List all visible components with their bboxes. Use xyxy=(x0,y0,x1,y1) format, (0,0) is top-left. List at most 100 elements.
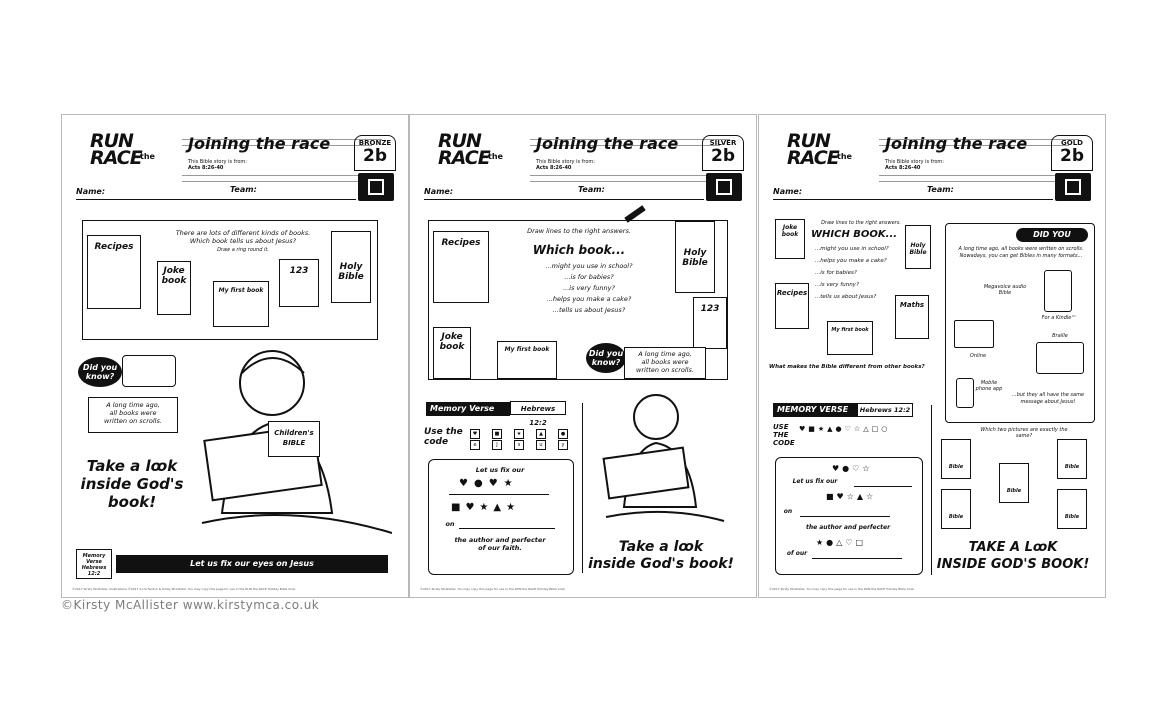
sheet-header: RUN the RACE Joining the race This Bible… xyxy=(410,115,756,205)
format-audio: Megavoice audio Bible xyxy=(983,284,1027,296)
activity-sheet-gold: RUN the RACE Joining the race This Bible… xyxy=(758,114,1106,598)
instruction: Draw lines to the right answers. xyxy=(527,227,631,235)
reader-picture: Bible xyxy=(941,439,971,479)
page-title: Joining the race xyxy=(536,134,679,153)
answer-line xyxy=(854,486,912,487)
divider xyxy=(931,405,932,575)
name-label: Name: xyxy=(773,187,803,196)
spot-the-same-prompt: Which two pictures are exactly the same? xyxy=(980,427,1068,439)
laptop-icon xyxy=(954,320,994,348)
numbers-book: 123 xyxy=(693,297,727,349)
did-you-know-bubble: Did you know? xyxy=(586,343,626,373)
my-first-book: My first book xyxy=(497,341,557,379)
cipher-row-1: ♥●♡☆ xyxy=(832,464,873,473)
memory-verse-tag: Memory Verse Hebrews 12:2 xyxy=(76,549,112,579)
story-reference: This Bible story is from: Acts 8:26-40 xyxy=(885,159,944,171)
slogan: TAKE A LꝏK INSIDE GOD'S BOOK! xyxy=(936,540,1090,572)
team-label: Team: xyxy=(578,185,605,194)
match-panel: Draw lines to the right answers. Which b… xyxy=(428,220,728,380)
verse-line-2: the author and perfecter of our faith. xyxy=(454,536,546,552)
which-book-heading: Which book... xyxy=(532,243,626,257)
format-braille: Braille xyxy=(1052,333,1068,339)
my-first-book: My first book xyxy=(213,281,269,327)
page-title: Joining the race xyxy=(188,134,331,153)
footer: ©2017 Kirsty McAllister. Illustrations ©… xyxy=(72,587,296,591)
name-line xyxy=(424,199,704,200)
recipes-book: Recipes xyxy=(775,283,809,329)
questions-list: ...might you use in school? ...is for ba… xyxy=(545,262,633,314)
verse-line-1: Let us fix our xyxy=(792,478,838,485)
joke-book: Joke book xyxy=(157,261,191,315)
triangle-symbol: ▲ xyxy=(536,429,546,439)
sheet-header: RUN the RACE Joining the race This Bible… xyxy=(759,115,1105,205)
memory-verse-label: Memory Verse xyxy=(426,402,510,416)
answer-line xyxy=(800,516,890,517)
slogan: Take a lꝏk inside God's book! xyxy=(588,539,734,572)
use-the-code: USE THE CODE xyxy=(773,423,795,447)
reader-picture: Bible xyxy=(999,463,1029,503)
slogan: Take a lꝏk inside God's book! xyxy=(80,457,184,511)
name-line xyxy=(76,199,356,200)
cipher-row-2: ■♥☆▲☆ xyxy=(826,492,877,501)
childrens-bible: Children's BIBLE xyxy=(268,421,320,457)
footer: ©2017 Kirsty McAllister. You may copy th… xyxy=(769,587,915,591)
team-label: Team: xyxy=(230,185,257,194)
memory-verse-ref: Hebrews 12:2 xyxy=(510,401,566,427)
square-symbol: ■ xyxy=(492,429,502,439)
answer-line xyxy=(459,528,555,529)
answer-line xyxy=(449,494,549,495)
code-letter: s xyxy=(514,440,524,450)
sheet-header: RUN the RACE Joining the race This Bible… xyxy=(62,115,408,205)
reader-picture: Bible xyxy=(1057,439,1087,479)
code-letter: J xyxy=(492,440,502,450)
spot-the-same-grid: Bible Bible Bible Bible Bible xyxy=(939,433,1099,539)
memory-verse-label: MEMORY VERSE xyxy=(773,403,857,417)
story-reference: This Bible story is from: Acts 8:26-40 xyxy=(188,159,247,171)
scroll-icon xyxy=(122,355,176,387)
bible-icon xyxy=(358,173,394,201)
did-you-know-bubble: Did you know? xyxy=(78,357,122,387)
recipes-book: Recipes xyxy=(433,231,489,303)
divider xyxy=(582,403,583,573)
use-the-code: Use the code xyxy=(424,427,463,447)
holy-bible-book: Holy Bible xyxy=(675,221,715,293)
questions-list: ...might you use in school? ...helps you… xyxy=(815,246,889,300)
books-panel: There are lots of different kinds of boo… xyxy=(82,220,378,340)
name-label: Name: xyxy=(76,187,106,196)
did-you-know-panel: DID YOU KNOW? A long time ago, all books… xyxy=(945,223,1095,423)
level-badge: SILVER 2b xyxy=(702,135,744,171)
run-the-race-logo: RUN the RACE xyxy=(90,130,155,169)
recipes-book: Recipes xyxy=(87,235,141,309)
cipher-row-2: ■♥★▲★ xyxy=(451,502,521,513)
memory-verse-bar: Let us fix our eyes on Jesus xyxy=(116,555,388,573)
match-area: Draw lines to the right answers. WHICH B… xyxy=(771,217,931,377)
code-key: ♥ e ■ J ★ s ▲ u ● y xyxy=(470,429,590,453)
verse-line-2: the author and perfecter xyxy=(805,524,891,531)
kindle-icon xyxy=(1044,270,1072,312)
verse-on: on xyxy=(445,520,455,528)
answer-line xyxy=(812,558,902,559)
bottom-question: What makes the Bible different from othe… xyxy=(769,364,925,370)
verse-line-1: Let us fix our xyxy=(475,466,525,474)
cipher-row-3: ★●△♡□ xyxy=(816,538,867,547)
reader-picture: Bible xyxy=(941,489,971,529)
level-badge: BRONZE 2b xyxy=(354,135,396,171)
activity-sheet-silver: RUN the RACE Joining the race This Bible… xyxy=(409,114,757,598)
my-first-book: My first book xyxy=(827,321,873,355)
name-line xyxy=(773,199,1053,200)
memory-verse-ref: Hebrews 12:2 xyxy=(857,403,913,417)
verse-line-3: of our xyxy=(786,550,808,557)
which-book-heading: WHICH BOOK... xyxy=(811,229,898,240)
footer: ©2017 Kirsty McAllister. You may copy th… xyxy=(420,587,566,591)
code-key: ♥■★▲●♡☆△□○ xyxy=(799,425,891,433)
bible-icon xyxy=(706,173,742,201)
name-label: Name: xyxy=(424,187,454,196)
circle-symbol: ● xyxy=(558,429,568,439)
code-letter: e xyxy=(470,440,480,450)
holy-bible-book: Holy Bible xyxy=(331,231,371,303)
run-the-race-logo: RUN the RACE xyxy=(438,130,503,169)
star-symbol: ★ xyxy=(514,429,524,439)
instructions: There are lots of different kinds of boo… xyxy=(175,229,311,253)
activity-sheet-bronze: RUN the RACE Joining the race This Bible… xyxy=(61,114,409,598)
fact-end: ...but they all have the same message ab… xyxy=(1011,392,1085,405)
